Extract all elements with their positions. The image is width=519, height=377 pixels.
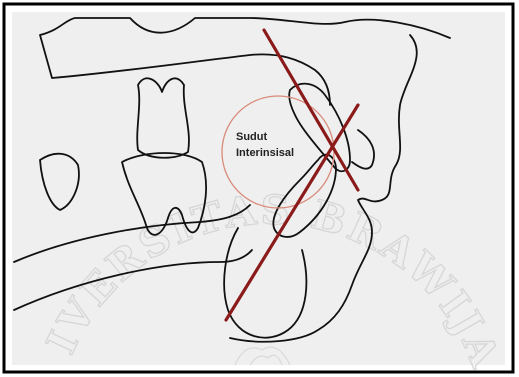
angle-label-line2: Interinsisal xyxy=(236,147,294,159)
angle-label-line1: Sudut xyxy=(236,131,267,143)
